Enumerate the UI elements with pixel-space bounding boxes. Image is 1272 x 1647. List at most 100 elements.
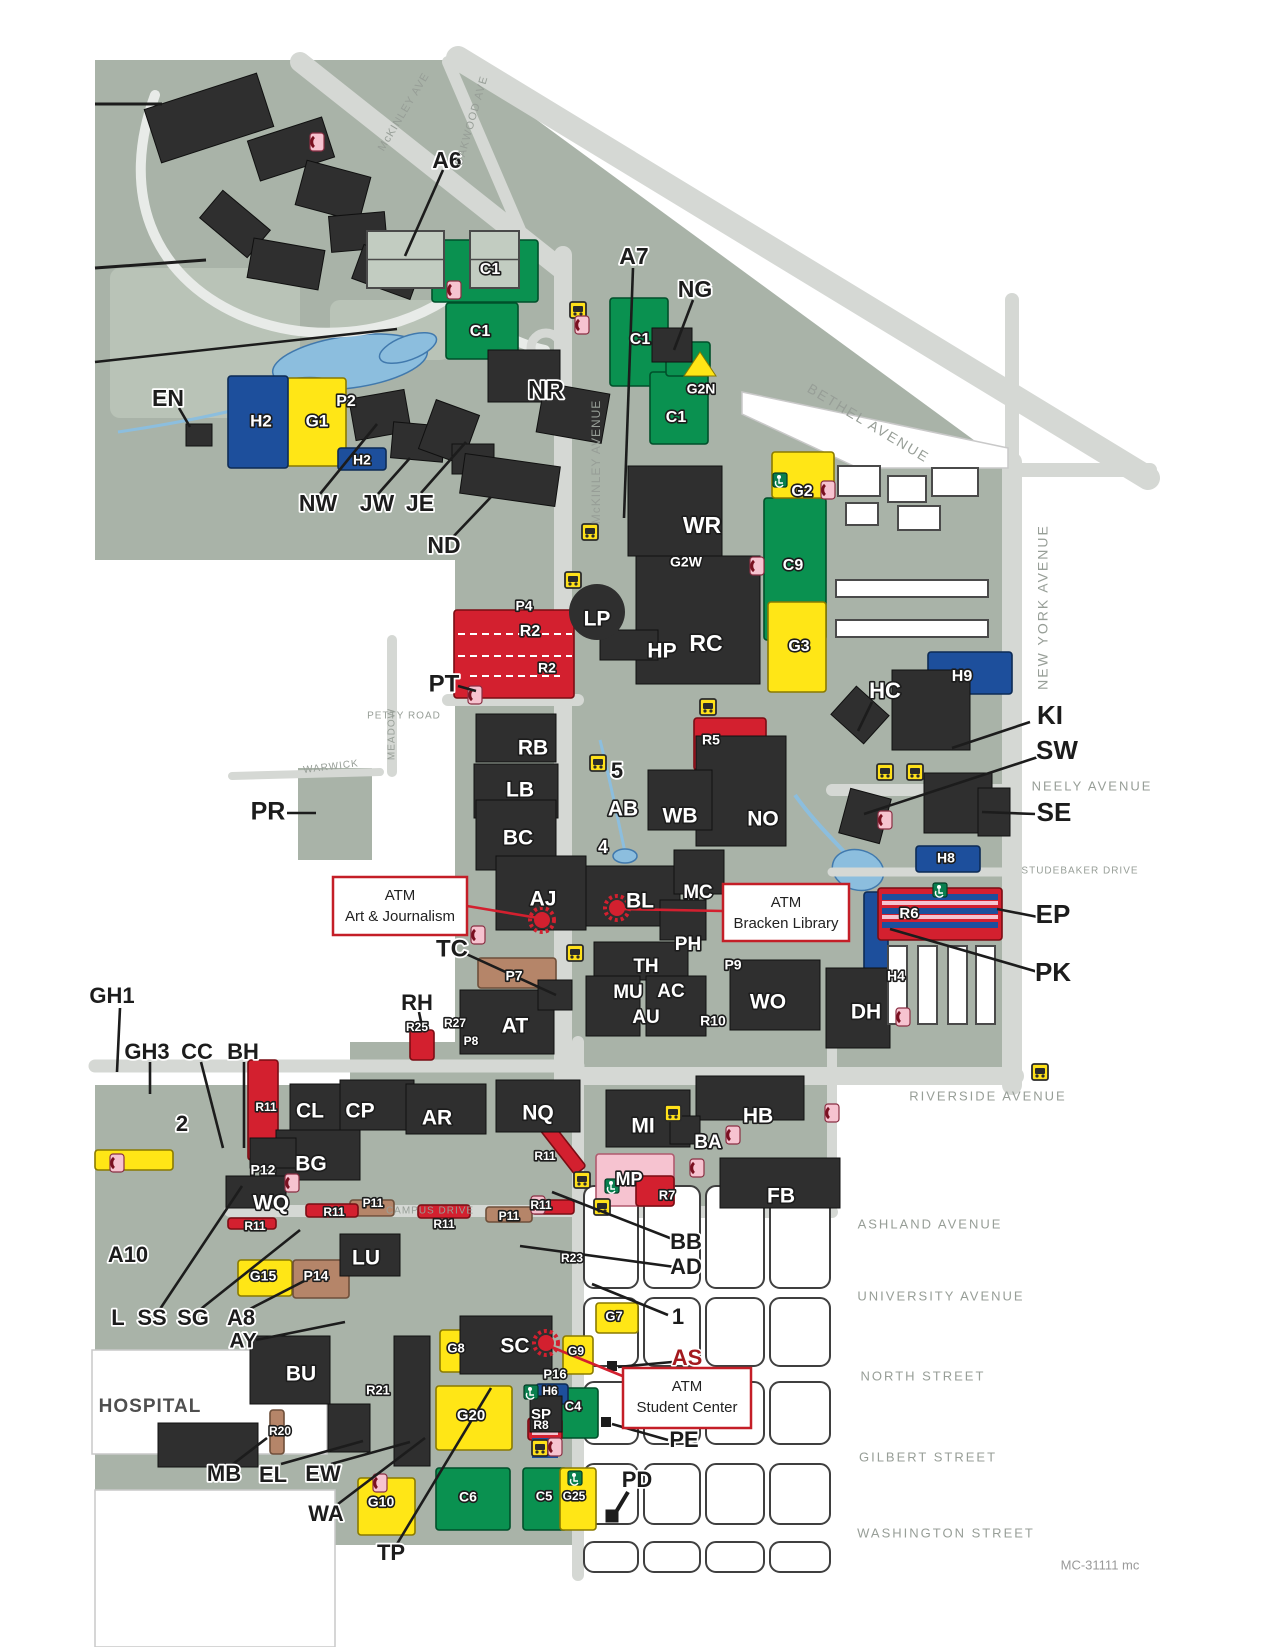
emergency-phone-icon [896, 1010, 902, 1024]
atm-callout-subtitle: Bracken Library [733, 915, 839, 932]
label-leader-line [395, 1387, 493, 1545]
map-label-R23: R23 [561, 1251, 583, 1265]
bus-stop-icon [910, 774, 914, 778]
map-label-R21: R21 [366, 1382, 390, 1397]
bus-stop-icon [1035, 1068, 1045, 1074]
building [659, 899, 707, 941]
accessible-parking-icon [932, 882, 948, 898]
map-label-C1: C1 [470, 323, 491, 340]
bus-stop-icon [577, 1176, 587, 1182]
atm-location-dot [538, 1335, 554, 1351]
atm-location-dot [532, 1329, 560, 1357]
label-leader-line [951, 720, 1031, 750]
atm-callout-box [331, 875, 469, 937]
label-leader-line [519, 1244, 676, 1269]
map-label-H8: H8 [937, 850, 955, 866]
map-label-JW: JW [360, 490, 395, 516]
bus-stop-icon [570, 955, 574, 959]
city-block [643, 1297, 701, 1367]
campus-land [298, 768, 372, 860]
street-label: GILBERT STREET [859, 1449, 997, 1464]
accessible-parking-icon [606, 1185, 616, 1194]
label-leader-line [199, 1061, 225, 1149]
map-label-CC: CC [181, 1039, 213, 1064]
map-label-G8: G8 [447, 1340, 464, 1355]
map-label-PK: PK [1035, 957, 1071, 987]
label-leader-line [156, 1185, 244, 1313]
map-label-SG: SG [177, 1305, 209, 1330]
street-label: STUDEBAKER DRIVE [1021, 866, 1138, 877]
parking-lot [562, 1335, 594, 1375]
street-label: MEADOW [387, 708, 398, 760]
parking-lot [445, 302, 519, 360]
label-leader-line [622, 267, 635, 519]
building [585, 975, 641, 1037]
building [627, 465, 723, 557]
map-label-PH: PH [675, 934, 701, 955]
street-label: McKINLEY AVENUE [589, 400, 603, 525]
parking-lot [635, 1175, 675, 1207]
map-label-HOSPITAL: HOSPITAL [99, 1396, 202, 1417]
bus-stop-icon [585, 534, 589, 538]
building [569, 584, 625, 640]
map-label-R8: R8 [533, 1418, 549, 1432]
map-label-LU: LU [352, 1247, 380, 1270]
emergency-phone-icon [575, 318, 581, 332]
parking-lot [435, 1467, 511, 1531]
map-label-FB: FB [767, 1185, 795, 1208]
map-label-SW: SW [1036, 735, 1078, 765]
map-label-1: 1 [672, 1304, 684, 1329]
map-label-BH: BH [227, 1039, 259, 1064]
map-label-NG: NG [678, 276, 713, 302]
building [495, 1079, 581, 1133]
map-label-R11: R11 [244, 1219, 266, 1233]
map-label-H9: H9 [952, 668, 973, 685]
label-leader-line [451, 496, 492, 539]
map-label-P12: P12 [251, 1162, 276, 1178]
building [651, 327, 693, 363]
label-leader-line [551, 1190, 676, 1242]
building [246, 237, 326, 291]
city-block [643, 1463, 701, 1525]
map-label-P16: P16 [543, 1366, 566, 1381]
atm-location-dot [603, 894, 631, 922]
map-label-A7: A7 [619, 243, 648, 269]
map-label-C1: C1 [480, 261, 501, 278]
stream [598, 739, 627, 853]
city-block [769, 1381, 831, 1445]
map-label-L: L [111, 1305, 124, 1330]
accessible-parking-icon [528, 1387, 532, 1391]
label-leader-line [981, 810, 1036, 816]
map-label-G9: G9 [568, 1344, 584, 1358]
street-label: RIVERSIDE AVENUE [909, 1088, 1066, 1103]
label-leader-line [856, 701, 874, 732]
map-label-P7: P7 [505, 968, 522, 984]
emergency-phone-icon [110, 1156, 116, 1170]
building [339, 1233, 401, 1277]
label-leader-line [611, 1422, 669, 1442]
map-label-G2N: G2N [687, 381, 716, 397]
map-label-R2: R2 [520, 623, 541, 640]
leader-target-square [605, 1509, 619, 1523]
bus-stop-icon [886, 774, 890, 778]
map-label-R25: R25 [406, 1020, 428, 1034]
road [442, 56, 526, 236]
building [459, 452, 561, 508]
outline-building [947, 945, 968, 1025]
building [593, 941, 689, 981]
map-label-P2: P2 [336, 393, 356, 410]
map-label-H2: H2 [353, 452, 371, 468]
bus-stop-icon [916, 774, 920, 778]
map-label-LB: LB [506, 779, 534, 802]
bus-stop-icon [585, 528, 595, 534]
building [143, 72, 275, 164]
building [535, 382, 611, 444]
road [446, 46, 1160, 490]
city-block [769, 1297, 831, 1367]
road [135, 90, 450, 338]
map-label-MC: MC [683, 882, 713, 903]
label-leader-line [996, 907, 1039, 919]
accessible-parking-icon [525, 1391, 535, 1400]
